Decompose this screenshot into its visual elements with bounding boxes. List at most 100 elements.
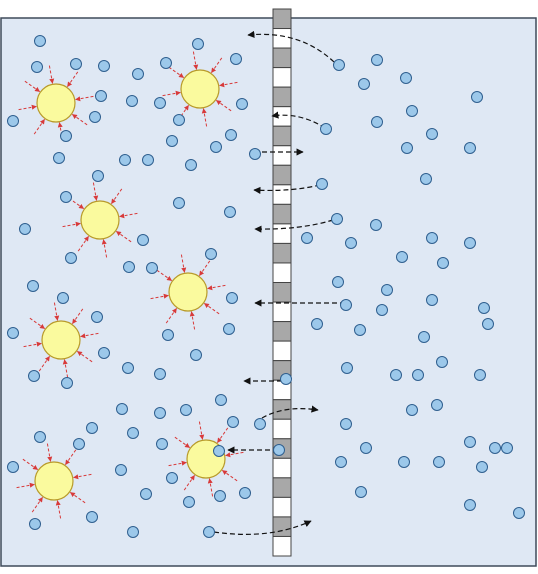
attraction-arrow <box>225 451 244 458</box>
transport-arrow <box>271 111 326 129</box>
membrane-segment <box>272 106 292 127</box>
water-molecule <box>92 170 104 182</box>
water-molecule <box>418 331 430 343</box>
water-molecule <box>340 418 352 430</box>
water-molecule <box>426 294 438 306</box>
membrane-segment <box>272 145 292 166</box>
water-molecule <box>137 234 149 246</box>
water-molecule <box>205 248 217 260</box>
water-molecule <box>203 526 215 538</box>
attraction-arrow <box>72 308 84 325</box>
water-molecule <box>214 490 226 502</box>
attraction-arrow <box>62 221 81 228</box>
water-molecule <box>426 232 438 244</box>
water-molecule <box>154 368 166 380</box>
water-molecule <box>254 418 266 430</box>
water-molecule <box>70 58 82 70</box>
water-molecule <box>433 456 445 468</box>
attraction-arrow <box>215 100 232 112</box>
water-molecule <box>501 442 513 454</box>
water-molecule <box>89 111 101 123</box>
water-molecule <box>340 299 352 311</box>
water-molecule <box>398 456 410 468</box>
attraction-arrows <box>16 51 244 519</box>
water-molecule <box>332 276 344 288</box>
attraction-arrow <box>53 302 60 321</box>
semipermeable-membrane <box>272 8 292 557</box>
water-molecule <box>183 496 195 508</box>
water-molecule <box>420 173 432 185</box>
water-molecule <box>166 472 178 484</box>
solute-particle <box>41 320 81 360</box>
water-molecule <box>173 114 185 126</box>
membrane-segment <box>272 47 292 69</box>
water-molecule <box>60 191 72 203</box>
water-molecule <box>412 369 424 381</box>
solute-particle <box>80 200 120 240</box>
water-molecule <box>273 444 285 456</box>
water-molecule <box>227 416 239 428</box>
attraction-arrow <box>207 284 226 291</box>
water-molecule <box>406 105 418 117</box>
water-molecule <box>311 318 323 330</box>
water-molecule <box>156 438 168 450</box>
water-molecule <box>436 356 448 368</box>
water-molecule <box>401 142 413 154</box>
water-molecule <box>123 261 135 273</box>
solute-particle <box>180 69 220 109</box>
attraction-arrow <box>31 496 43 513</box>
attraction-arrow <box>75 95 94 102</box>
membrane-segment <box>272 301 292 323</box>
membrane-segment <box>272 535 292 557</box>
water-molecule <box>406 404 418 416</box>
water-molecule <box>513 507 525 519</box>
water-molecule <box>98 347 110 359</box>
water-molecule <box>27 280 39 292</box>
water-molecule <box>91 311 103 323</box>
water-molecule <box>140 488 152 500</box>
attraction-arrow <box>73 473 92 480</box>
water-molecule <box>360 442 372 454</box>
membrane-segment <box>272 340 292 362</box>
water-molecule <box>437 257 449 269</box>
solute-particle <box>168 272 208 312</box>
water-molecule <box>331 213 343 225</box>
water-molecule <box>431 399 443 411</box>
water-molecule <box>154 407 166 419</box>
attraction-arrow <box>211 57 223 74</box>
membrane-segment <box>272 164 292 186</box>
attraction-arrow <box>201 108 208 127</box>
attraction-arrow <box>46 443 53 462</box>
water-molecule <box>127 427 139 439</box>
water-molecule <box>132 68 144 80</box>
membrane-segment <box>272 223 292 244</box>
membrane-segment <box>272 262 292 284</box>
attraction-arrow <box>62 359 69 378</box>
water-molecule <box>162 329 174 341</box>
attraction-arrow <box>69 492 86 504</box>
membrane-segment <box>272 125 292 147</box>
water-molecule <box>471 91 483 103</box>
water-molecule <box>142 154 154 166</box>
water-molecule <box>192 38 204 50</box>
water-molecule <box>236 98 248 110</box>
water-molecule <box>316 178 328 190</box>
water-molecule <box>478 302 490 314</box>
water-molecule <box>119 154 131 166</box>
water-molecule <box>213 445 225 457</box>
attraction-arrow <box>199 260 211 277</box>
water-molecule <box>239 487 251 499</box>
attraction-arrow <box>192 51 199 70</box>
water-molecule <box>230 53 242 65</box>
water-molecule <box>154 97 166 109</box>
water-molecule <box>86 422 98 434</box>
water-molecule <box>474 369 486 381</box>
attraction-arrow <box>92 182 99 201</box>
water-molecule <box>7 115 19 127</box>
water-molecule <box>57 292 69 304</box>
water-molecule <box>335 456 347 468</box>
membrane-segment <box>272 86 292 108</box>
water-molecule <box>65 252 77 264</box>
water-molecule <box>396 251 408 263</box>
membrane-segment <box>272 496 292 518</box>
